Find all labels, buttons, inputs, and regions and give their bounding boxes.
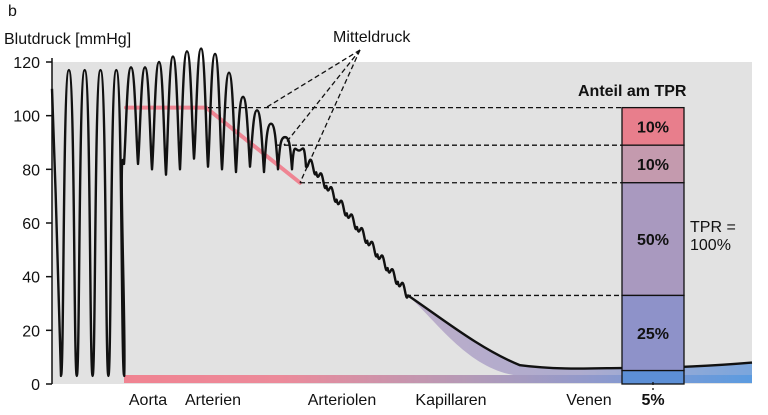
tpr-total-line-1: TPR = — [690, 219, 736, 236]
tpr-segment-label: 10% — [637, 119, 669, 136]
y-tick-label: 0 — [31, 377, 40, 394]
tpr-segment — [621, 182, 685, 297]
y-tick-label: 120 — [13, 55, 40, 72]
tpr-segment-label: 10% — [637, 157, 669, 174]
y-tick-label: 100 — [13, 109, 40, 126]
tpr-title: Anteil am TPR — [578, 83, 687, 100]
y-tick-label: 20 — [22, 323, 40, 340]
panel-label: b — [8, 3, 17, 20]
x-category-label: Arteriolen — [308, 392, 376, 409]
mitteldruck-pointers — [265, 49, 361, 184]
x-category-label: Kapillaren — [415, 392, 486, 409]
mitteldruck-pointer — [299, 49, 361, 184]
pressure-curve — [50, 47, 753, 378]
tpr-segment — [621, 106, 685, 146]
vessel-gradient-bar — [124, 375, 752, 383]
y-tick-label: 60 — [22, 216, 40, 233]
guide-lines — [208, 106, 622, 297]
x-category-label: Arterien — [185, 392, 241, 409]
tpr-segment — [621, 369, 685, 385]
tpr-bar: 10% 10% 50% 25% 5% — [621, 106, 685, 409]
y-axis: 0 20 40 60 80 100 120 — [13, 55, 53, 394]
mitteldruck-pointer — [265, 49, 361, 109]
y-tick-label: 80 — [22, 162, 40, 179]
tpr-total-line-2: 100% — [690, 237, 731, 254]
tpr-segment — [621, 144, 685, 184]
mitteldruck-pointer — [283, 49, 361, 146]
x-category-label: Aorta — [129, 392, 167, 409]
y-axis-label: Blutdruck [mmHg] — [4, 31, 131, 48]
capillary-pressure-area — [408, 295, 752, 376]
tpr-total-label: TPR = 100% — [690, 219, 740, 254]
tpr-segment-label: 5% — [641, 392, 664, 409]
tpr-segment-label: 50% — [637, 232, 669, 249]
x-axis-labels: Aorta Arterien Arteriolen Kapillaren Venen — [129, 392, 612, 409]
x-category-label: Venen — [566, 392, 611, 409]
tpr-segment-label: 25% — [637, 326, 669, 343]
mitteldruck-label: Mitteldruck — [333, 29, 411, 46]
y-tick-label: 40 — [22, 270, 40, 287]
